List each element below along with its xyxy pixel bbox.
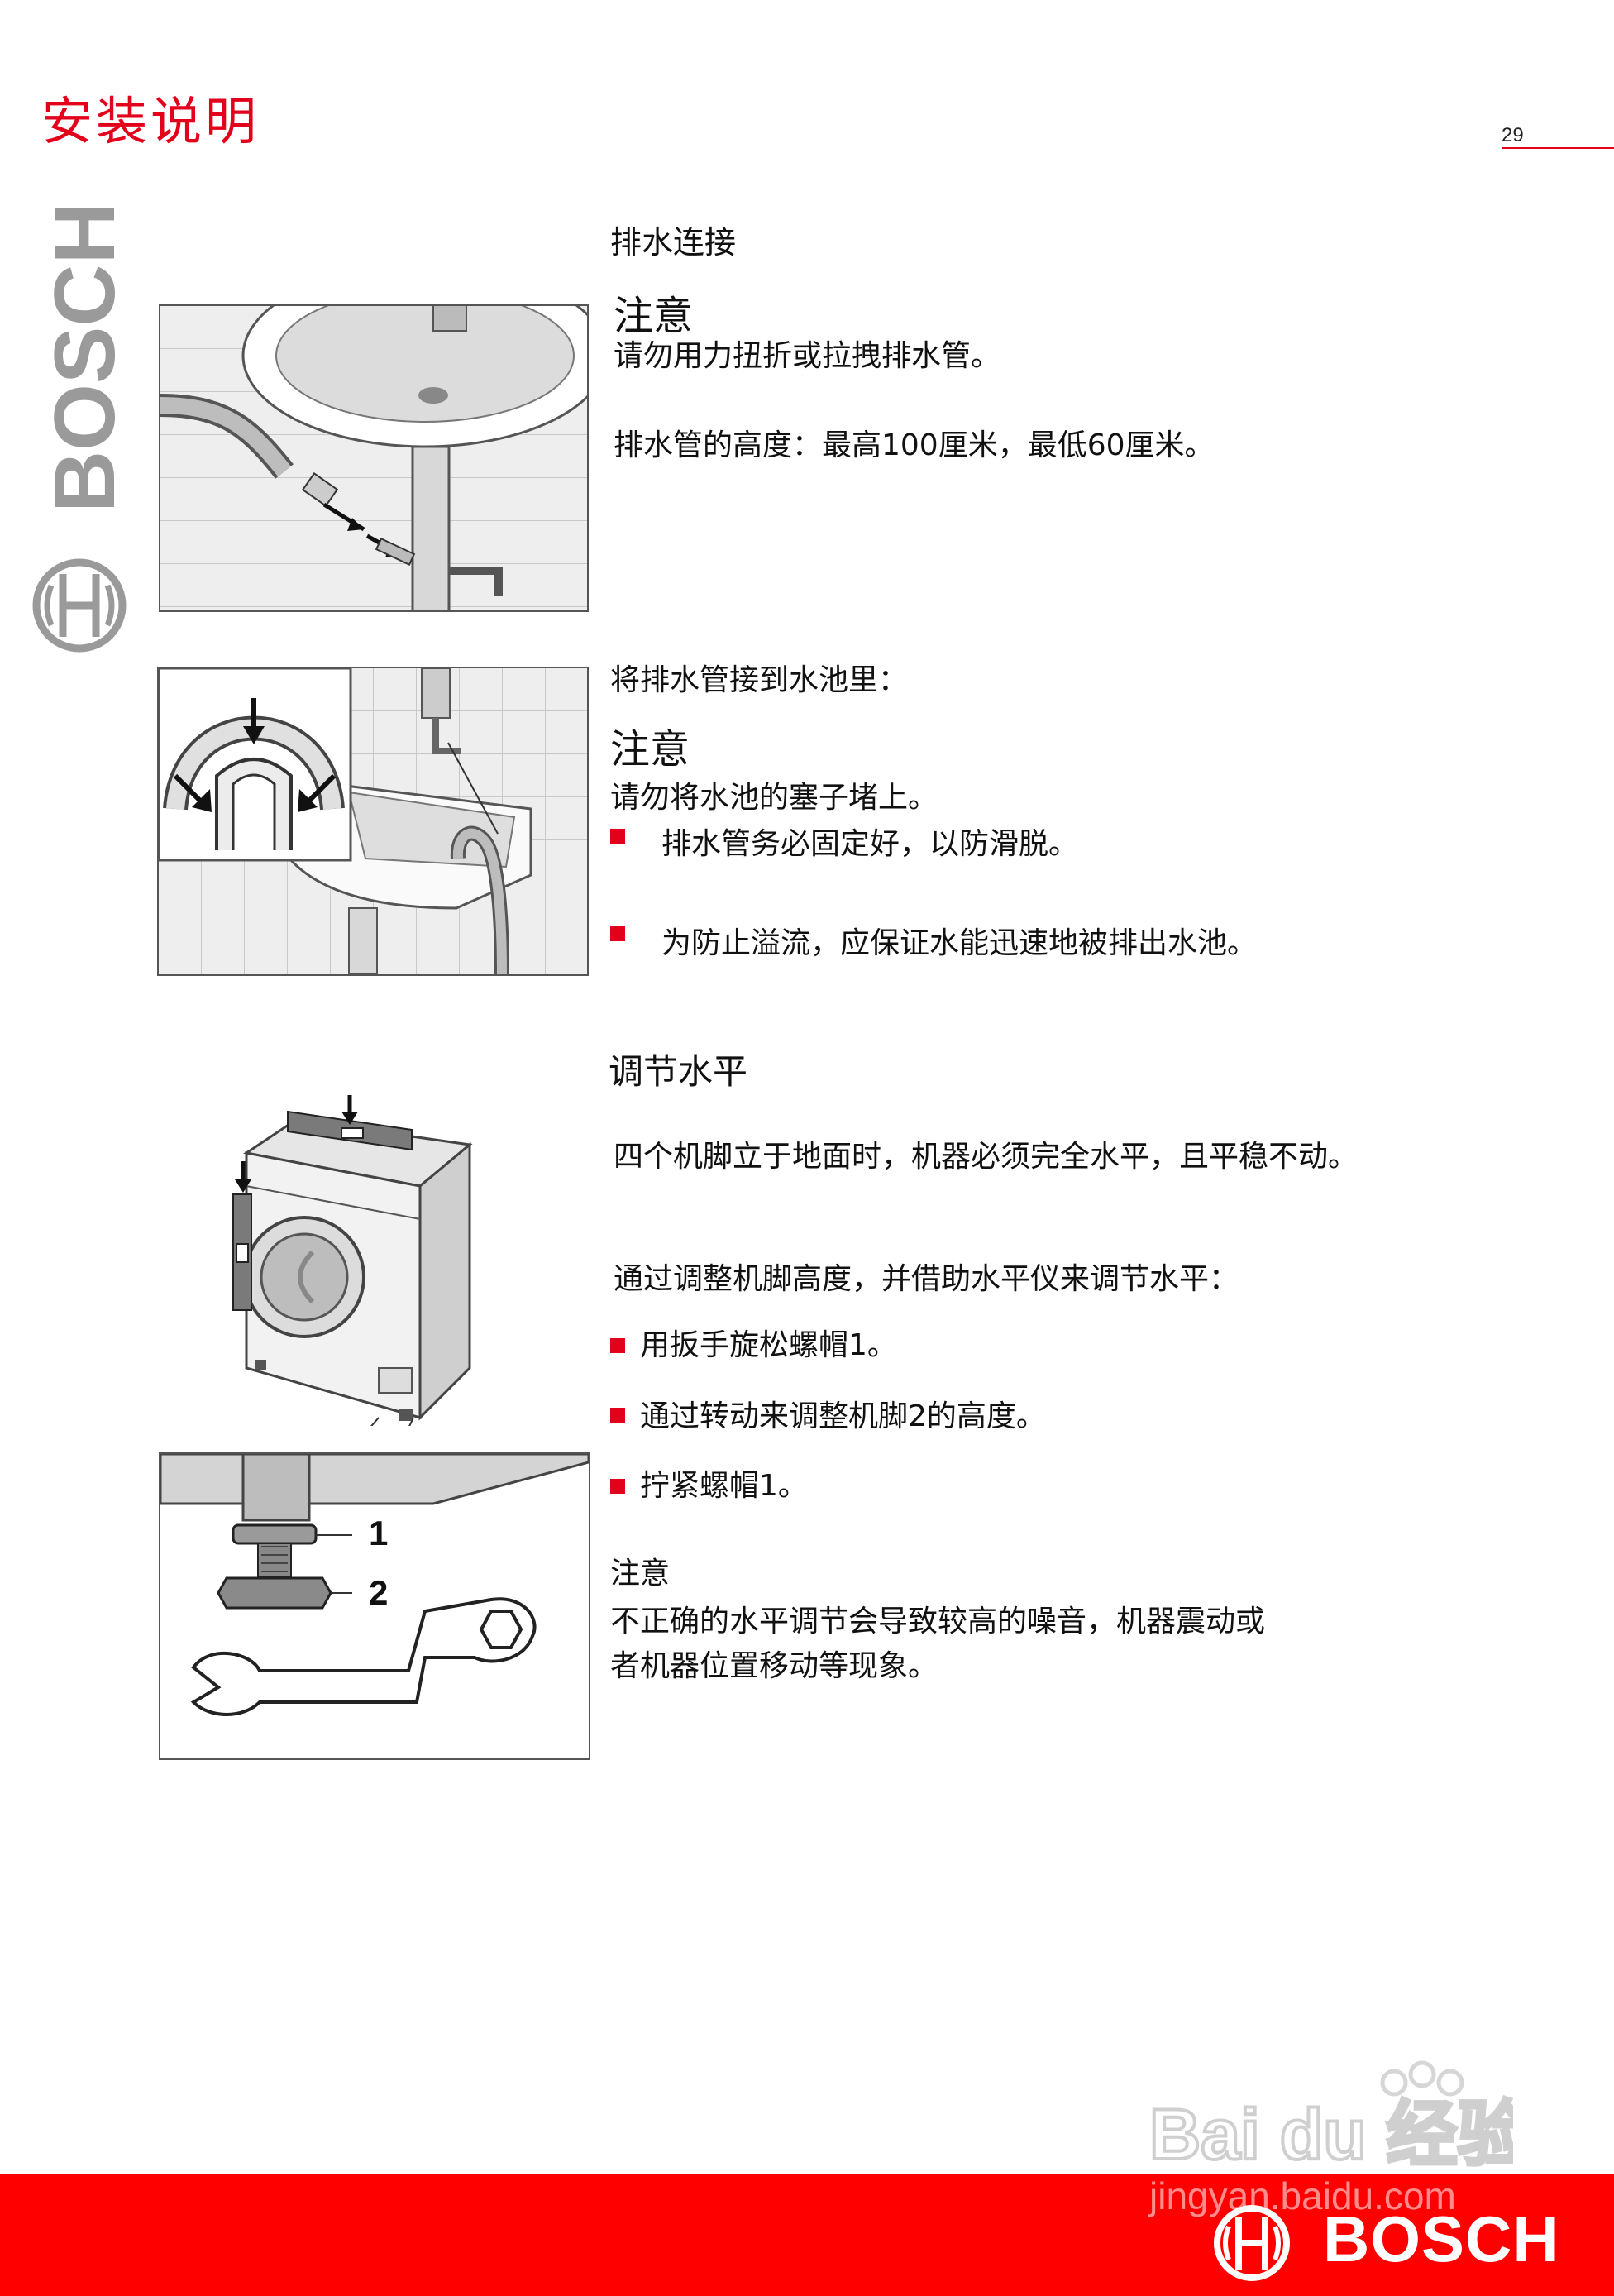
- watermark-url: jingyan.baidu.com: [1149, 2174, 1456, 2217]
- level-bullet-3: 拧紧螺帽1。: [640, 1469, 808, 1503]
- washing-machine-level-illustration: [232, 1095, 473, 1426]
- section-title-leveling: 调节水平: [609, 1051, 748, 1092]
- drain-siphon-illustration: [160, 306, 587, 610]
- level-bullet-1: 用扳手旋松螺帽1。: [640, 1328, 897, 1362]
- section-title-drain: 排水连接: [610, 224, 737, 261]
- side-bosch-armature-icon: [32, 558, 127, 653]
- drain-note-text: 请勿用力扭折或拉拽排水管。: [614, 339, 1001, 373]
- footer-brand: BOSCH: [1323, 2203, 1560, 2275]
- bullet-marker: [610, 829, 625, 844]
- footer-bosch-armature-icon: [1214, 2205, 1290, 2281]
- foot-adjustment-illustration: 1 2: [160, 1454, 589, 1716]
- side-brand-logo: BOSCH: [37, 202, 124, 513]
- watermark-logo-text: Bai du 经验: [1149, 2095, 1513, 2174]
- drain-note-title: 注意: [614, 293, 694, 339]
- sink-intro-text: 将排水管接到水池里：: [610, 663, 909, 697]
- drain-height-text: 排水管的高度：最高100厘米，最低60厘米。: [614, 428, 1215, 462]
- callout-label-2: 2: [369, 1573, 388, 1612]
- level-para-1: 四个机脚立于地面时，机器必须完全水平，且平稳不动。: [614, 1140, 1359, 1174]
- figure-foot-adjustment: 1 2: [159, 1452, 590, 1760]
- baidu-watermark-logo: Bai du 经验: [1149, 2060, 1513, 2175]
- page-number-rule: [1502, 147, 1614, 149]
- sink-bullet-1: 排水管务必固定好，以防滑脱。: [661, 827, 1079, 861]
- page-number: 29: [1502, 124, 1524, 146]
- page-header-title: 安装说明: [41, 91, 260, 151]
- footer-bar: [0, 2174, 1614, 2296]
- callout-label-1: 1: [369, 1514, 388, 1552]
- level-bullet-2: 通过转动来调整机脚2的高度。: [640, 1399, 1046, 1433]
- figure-hose-in-sink: [157, 667, 589, 976]
- side-brand-text: BOSCH: [37, 202, 124, 513]
- sink-note-title: 注意: [610, 726, 690, 773]
- figure-drain-siphon: [159, 304, 589, 612]
- bullet-marker: [610, 926, 625, 941]
- hose-in-sink-illustration: [159, 668, 587, 974]
- bullet-marker: [610, 1338, 625, 1353]
- level-note-title: 注意: [610, 1557, 671, 1590]
- sink-note-text: 请勿将水池的塞子堵上。: [610, 781, 938, 815]
- level-note-line-1: 不正确的水平调节会导致较高的噪音，机器震动或: [610, 1605, 1266, 1638]
- bullet-marker: [610, 1479, 625, 1494]
- sink-bullet-2: 为防止溢流，应保证水能迅速地被排出水池。: [661, 926, 1258, 960]
- bullet-marker: [610, 1408, 625, 1423]
- level-note-line-2: 者机器位置移动等现象。: [610, 1649, 938, 1683]
- level-para-2: 通过调整机脚高度，并借助水平仪来调节水平：: [614, 1262, 1239, 1296]
